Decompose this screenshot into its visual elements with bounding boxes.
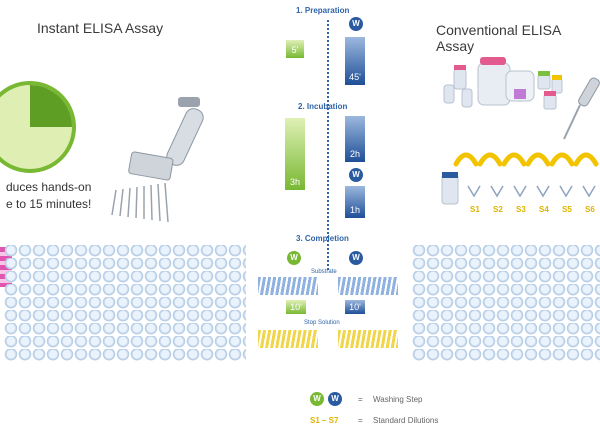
inc-green-time: 3h bbox=[289, 177, 300, 187]
prep-blue-time: 45' bbox=[349, 72, 361, 82]
substrate-label: Substrate bbox=[311, 269, 337, 275]
well-plate-conventional bbox=[412, 245, 600, 361]
legend-dilution-range: S1 – S7 bbox=[310, 416, 339, 425]
prep-blue-bar: 45' bbox=[345, 37, 365, 85]
instant-elisa-title: Instant ELISA Assay bbox=[37, 20, 164, 36]
pipette-icon bbox=[563, 77, 600, 140]
prep-green-bar: 5' bbox=[286, 40, 304, 58]
step-completion-label: 3. Completion bbox=[296, 234, 349, 243]
legend-wash-blue-icon: W bbox=[328, 392, 342, 406]
stop-plate-right bbox=[338, 330, 398, 348]
legend-equals: = bbox=[358, 395, 363, 404]
comp-blue-bar: 10' bbox=[345, 300, 365, 314]
comp-blue-time: 10' bbox=[349, 302, 361, 312]
wash-badge-blue: W bbox=[349, 168, 363, 182]
multichannel-pipette-icon bbox=[111, 97, 204, 223]
wash-badge-blue: W bbox=[349, 251, 363, 265]
hands-on-note-1: duces hands-on bbox=[6, 180, 92, 194]
inc-blue-bar-1: 2h bbox=[345, 116, 365, 162]
stop-plate-left bbox=[258, 330, 318, 348]
center-divider bbox=[327, 20, 329, 270]
step-preparation-label: 1. Preparation bbox=[296, 6, 350, 15]
hands-on-note-2: e to 15 minutes! bbox=[6, 197, 92, 211]
legend-wash-green-icon: W bbox=[310, 392, 324, 406]
legend-standard-dilutions: Standard Dilutions bbox=[373, 416, 439, 425]
legend-equals: = bbox=[358, 416, 363, 425]
dilution-tubes-icon bbox=[441, 172, 596, 205]
dilution-label: S1 bbox=[470, 205, 480, 214]
dilution-label: S5 bbox=[562, 205, 572, 214]
inc-green-bar: 3h bbox=[285, 118, 305, 190]
comp-green-bar: 10' bbox=[286, 300, 306, 314]
prep-green-time: 5' bbox=[291, 45, 299, 55]
dilution-label: S4 bbox=[539, 205, 549, 214]
inc-blue-time-2: 1h bbox=[349, 205, 360, 215]
dilution-labels: S1 S2 S3 S4 S5 S6 bbox=[470, 205, 600, 217]
dilution-label: S6 bbox=[585, 205, 595, 214]
wash-badge-green: W bbox=[287, 251, 301, 265]
wash-badge-blue: W bbox=[349, 17, 363, 31]
stop-solution-label: Stop Solution bbox=[304, 320, 340, 326]
dilution-arrows-icon bbox=[453, 152, 599, 167]
legend-washing-step: Washing Step bbox=[373, 395, 423, 404]
substrate-plate-left bbox=[258, 277, 318, 295]
inc-blue-time-1: 2h bbox=[349, 149, 360, 159]
comp-green-time: 10' bbox=[290, 302, 302, 312]
dilution-label: S3 bbox=[516, 205, 526, 214]
inc-blue-bar-2: 1h bbox=[345, 186, 365, 218]
reagent-bottles-icon bbox=[443, 57, 563, 110]
dilution-label: S2 bbox=[493, 205, 503, 214]
well-plate-instant bbox=[4, 245, 246, 361]
step-incubation-label: 2. Incubation bbox=[298, 102, 348, 111]
clock-icon bbox=[0, 81, 76, 173]
substrate-plate-right bbox=[338, 277, 398, 295]
conventional-elisa-title: Conventional ELISA Assay bbox=[436, 22, 561, 54]
